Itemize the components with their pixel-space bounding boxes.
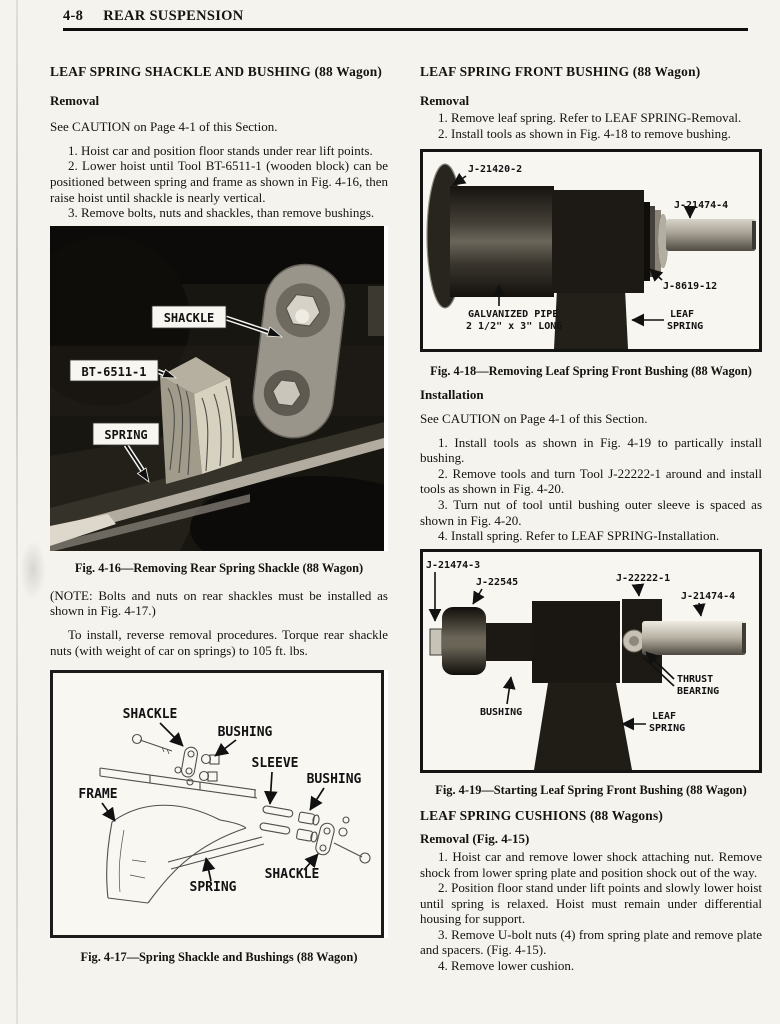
page-number: 4-8 — [63, 8, 84, 24]
figure-label: BUSHING — [218, 725, 273, 740]
figure-4-17-drawing: SHACKLE BUSHING SLEEVE BUSHING FRAME SPR… — [50, 670, 388, 939]
figure-label: J-21420-2 — [468, 164, 522, 175]
shackle-callout: SHACKLE — [151, 305, 284, 338]
tool-callout: BT-6511-1 — [69, 359, 178, 382]
fig18-callouts: J-21420-2 J-21474-4 J-8619-12 GALVANIZED… — [452, 164, 728, 332]
subsection-heading: Removal (Fig. 4-15) — [420, 831, 530, 847]
procedure-step: 2. Install tools as shown in Fig. 4-18 t… — [438, 125, 731, 141]
section-heading: LEAF SPRING FRONT BUSHING (88 Wagon) — [420, 64, 701, 79]
caution-reference: See CAUTION on Page 4-1 of this Section. — [420, 410, 648, 426]
exploded-parts-line-art — [131, 734, 371, 864]
subsection-heading: Removal — [50, 92, 100, 108]
figure-label: SPRING — [104, 428, 147, 442]
figure-label: SHACKLE — [164, 311, 215, 325]
figure-label: LEAF — [652, 711, 676, 722]
figure-caption: Fig. 4-18—Removing Leaf Spring Front Bus… — [430, 364, 752, 379]
procedure-step: 1. Hoist car and remove lower shock atta… — [420, 848, 762, 880]
procedure-step: 2. Remove tools and turn Tool J-22222-1 … — [420, 465, 762, 497]
procedure-step: 3. Turn nut of tool until bushing outer … — [420, 496, 762, 528]
figure-label: LEAF — [670, 309, 694, 320]
procedure-step: 4. Install spring. Refer to LEAF SPRING-… — [438, 528, 720, 544]
figure-label: 2 1/2" x 3" LONG — [466, 321, 562, 332]
figure-label: J-21474-4 — [674, 200, 728, 211]
figure-label: SLEEVE — [252, 756, 299, 771]
figure-4-16-photo: SHACKLE BT-6511-1 SPRING — [50, 225, 388, 551]
bushing-tool-photo — [429, 598, 746, 770]
procedure-step: 2. Lower hoist until Tool BT-6511-1 (woo… — [50, 158, 388, 205]
figure-label: SHACKLE — [123, 707, 178, 722]
figure-label: SPRING — [190, 880, 237, 895]
figure-4-19-photo: J-21474-3 J-22545 J-22222-1 J-21474-4 TH… — [420, 548, 762, 773]
figure-label: J-21474-3 — [426, 560, 480, 571]
bushing-tool-photo — [426, 163, 756, 350]
figure-label: J-22222-1 — [616, 573, 670, 584]
right-column: LEAF SPRING FRONT BUSHING (88 Wagon) Rem… — [420, 64, 762, 974]
scan-artifact-line — [16, 0, 18, 1024]
wood-block-photo — [160, 356, 242, 484]
figure-label: SHACKLE — [265, 867, 320, 882]
figure-label: J-22545 — [476, 577, 518, 588]
procedure-step: 1. Install tools as shown in Fig. 4-19 t… — [420, 434, 762, 466]
figure-label: THRUST — [677, 674, 713, 685]
header-rule — [63, 28, 748, 31]
procedure-step: 4. Remove lower cushion. — [438, 958, 575, 974]
spring-photo — [50, 421, 384, 551]
frame-spring-line-art — [99, 767, 265, 904]
fig19-callouts: J-21474-3 J-22545 J-22222-1 J-21474-4 TH… — [426, 560, 735, 734]
figure-label: BUSHING — [307, 772, 362, 787]
left-column: LEAF SPRING SHACKLE AND BUSHING (88 Wago… — [50, 64, 388, 965]
figure-caption: Fig. 4-19—Starting Leaf Spring Front Bus… — [435, 782, 747, 797]
procedure-step: 3. Remove U-bolt nuts (4) from spring pl… — [420, 926, 762, 958]
figure-label: SPRING — [649, 723, 685, 734]
section-heading: LEAF SPRING SHACKLE AND BUSHING (88 Wago… — [50, 64, 383, 79]
figure-label: GALVANIZED PIPE — [468, 309, 558, 320]
shackle-plate-photo — [252, 263, 346, 439]
install-paragraph: To install, reverse removal procedures. … — [50, 626, 388, 658]
figure-label: J-8619-12 — [663, 281, 717, 292]
figure-label: FRAME — [78, 787, 117, 802]
page-title: REAR SUSPENSION — [103, 8, 244, 24]
procedure-step: 1. Remove leaf spring. Refer to LEAF SPR… — [438, 110, 742, 126]
procedure-step: 1. Hoist car and position floor stands u… — [68, 142, 373, 158]
caution-reference: See CAUTION on Page 4-1 of this Section. — [50, 119, 278, 135]
figure-label: BUSHING — [480, 707, 522, 718]
figure-label: SPRING — [667, 321, 703, 332]
figure-border — [50, 670, 384, 939]
spring-callout: SPRING — [92, 422, 160, 483]
note-paragraph: (NOTE: Bolts and nuts on rear shackles m… — [50, 587, 388, 619]
page-header: 4-8 REAR SUSPENSION — [63, 8, 244, 25]
fig17-callouts: SHACKLE BUSHING SLEEVE BUSHING FRAME SPR… — [78, 707, 361, 895]
figure-label: J-21474-4 — [681, 591, 735, 602]
scan-smudge — [20, 540, 46, 600]
figure-caption: Fig. 4-17—Spring Shackle and Bushings (8… — [80, 950, 358, 965]
figure-label: BT-6511-1 — [81, 365, 146, 379]
figure-caption: Fig. 4-16—Removing Rear Spring Shackle (… — [74, 560, 364, 575]
subsection-heading: Removal — [420, 92, 470, 108]
figure-label: BEARING — [677, 686, 719, 697]
subsection-heading: Installation — [420, 387, 484, 403]
procedure-step: 3. Remove bolts, nuts and shackles, than… — [68, 205, 375, 221]
section-heading: LEAF SPRING CUSHIONS (88 Wagons) — [420, 807, 664, 823]
procedure-step: 2. Position floor stand under lift point… — [420, 880, 762, 927]
figure-4-18-photo: J-21420-2 J-21474-4 J-8619-12 GALVANIZED… — [420, 149, 762, 353]
